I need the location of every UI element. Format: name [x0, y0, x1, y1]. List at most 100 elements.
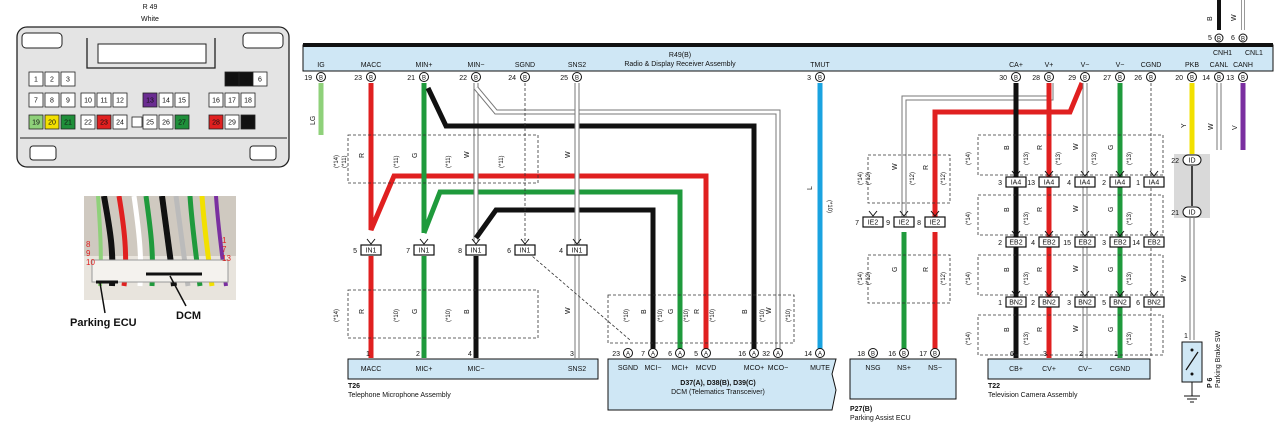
- svg-text:(*12): (*12): [941, 272, 947, 285]
- svg-text:G: G: [892, 267, 899, 272]
- connector-pin-23: [96, 114, 112, 130]
- svg-text:G: G: [668, 309, 675, 314]
- junction-IE2-pin-7-arrow: [868, 210, 878, 217]
- junction-BN2-pin-1-num: 1: [998, 300, 1002, 307]
- svg-text:(*13): (*13): [1024, 272, 1030, 285]
- svg-text:(*10): (*10): [786, 309, 792, 322]
- junction-IE2-pin-8-arrow: [930, 210, 940, 217]
- wire-color-labels: R G W W R G B W B G R B W L W R G R B R …: [359, 143, 1115, 332]
- connector-pin-3: [60, 71, 76, 87]
- dcm-pin-16-num: 16: [738, 351, 746, 358]
- junction-IN1-pin-8-id: IN1: [471, 248, 482, 255]
- junction-ID-pin-22-num: 22: [1171, 158, 1179, 165]
- junction-IE2-pin-7-num: 7: [855, 220, 859, 227]
- junction-IN1-pin-7-box: [413, 244, 435, 256]
- connector-pin-24: [112, 114, 128, 130]
- junction-IN1-pin-4-id: IN1: [572, 248, 583, 255]
- connector-pin-22: [80, 114, 96, 130]
- dcm-body: [607, 358, 837, 411]
- junction-BN2-pin-6-box: [1143, 296, 1165, 308]
- svg-text:G: G: [1108, 207, 1115, 212]
- radio-pin-19-conn: B: [319, 76, 323, 82]
- can-left-conn: B: [1217, 37, 1221, 43]
- connector-pin-15-label: 15: [178, 98, 186, 105]
- junction-EB2-pin-14-id: EB2: [1147, 240, 1160, 247]
- svg-text:(*12): (*12): [866, 272, 872, 285]
- svg-text:B: B: [1004, 327, 1011, 332]
- junction-BN2-pin-6-arrow: [1149, 290, 1159, 297]
- connector-pin-3-label: 3: [66, 77, 70, 84]
- svg-text:(*11): (*11): [394, 155, 400, 168]
- radio-pin-3-circle: [815, 72, 825, 82]
- junction-BN2-pin-2-box: [1038, 296, 1060, 308]
- t26-body: [347, 358, 599, 380]
- radio-pin-21-num: 21: [407, 75, 415, 82]
- dcm-pin-14-conn: A: [818, 352, 822, 358]
- junction-IA4-pin-4-id: IA4: [1080, 180, 1091, 187]
- photo-red-right-1: 7: [222, 245, 227, 254]
- dcm-pin-32-sig: MCO−: [768, 365, 788, 372]
- svg-text:(*14): (*14): [858, 272, 864, 285]
- junction-IA4-pin-13-arrow: [1044, 170, 1054, 177]
- radio-pin-14-num: 14: [1202, 75, 1210, 82]
- t26-pin-1-sig: MACC: [361, 366, 382, 373]
- connector-pin-11: [96, 92, 112, 108]
- connector-pin-10: [80, 92, 96, 108]
- p27-pin-18-sig: NSG: [865, 365, 880, 372]
- p27-id: P27(B): [850, 406, 872, 413]
- svg-text:G: G: [1108, 267, 1115, 272]
- junction-ID-pin-21-id: ID: [1189, 210, 1196, 217]
- junction-EB2-pin-3-num: 3: [1102, 240, 1106, 247]
- radio-pin-22-circle: [471, 72, 481, 82]
- svg-text:LG: LG: [310, 116, 317, 125]
- junction-IN1-pin-7-num: 7: [406, 248, 410, 255]
- radio-pin-26-circle: [1146, 72, 1156, 82]
- dcm-pin-7-circle: [648, 348, 658, 358]
- radio-pin-21-circle: [419, 72, 429, 82]
- svg-text:(*13): (*13): [1127, 212, 1133, 225]
- junction-IA4-pin-4-arrow: [1080, 170, 1090, 177]
- dcm-title: DCM (Telematics Transceiver): [671, 389, 765, 396]
- junction-IA4-pin-2-id: IA4: [1115, 180, 1126, 187]
- connector-pin-27: [174, 114, 190, 130]
- dcm-pin-16-sig: MCO+: [744, 365, 764, 372]
- shield-outlines: [347, 83, 1164, 358]
- junction-IA4-pin-3-box: [1005, 176, 1027, 188]
- connector-pin-17: [224, 92, 240, 108]
- junction-ID-pin-21-num: 21: [1171, 210, 1179, 217]
- junction-IA4-pin-1-num: 1: [1136, 180, 1140, 187]
- connector-pin-20: [44, 114, 60, 130]
- radio-pin-14-conn: B: [1217, 76, 1221, 82]
- t26-pin-4-num: 4: [468, 351, 472, 358]
- junction-EB2-pin-2-arrow: [1011, 230, 1021, 237]
- p6-title: Parking Brake SW: [1215, 330, 1222, 388]
- connector-pin-28: [208, 114, 224, 130]
- svg-text:W: W: [1073, 143, 1080, 150]
- dcm-pin-16-conn: A: [752, 352, 756, 358]
- radio-pin-29-conn: B: [1083, 76, 1087, 82]
- dcm-pin-32-num: 32: [762, 351, 770, 358]
- t26-pin-4-sig: MIC−: [468, 366, 485, 373]
- svg-text:(*13): (*13): [1092, 152, 1098, 165]
- dcm-pin-14-circle: [815, 348, 825, 358]
- can-right-conn: B: [1241, 37, 1245, 43]
- can-right-label: CNL1: [1245, 50, 1263, 57]
- radio-pin-24-sig: SGND: [515, 62, 535, 69]
- dcm-pin-16-circle: [749, 348, 759, 358]
- connector-pin-30: [240, 114, 256, 130]
- p27-pin-16-sig: NS+: [897, 365, 911, 372]
- dcm-pin-6-sig: MCI+: [672, 365, 689, 372]
- can-left-label: CNH1: [1213, 50, 1232, 57]
- svg-text:(*13): (*13): [1127, 272, 1133, 285]
- svg-text:(*13): (*13): [1127, 152, 1133, 165]
- svg-text:(*12): (*12): [866, 172, 872, 185]
- svg-text:(*14): (*14): [966, 272, 972, 285]
- junction-EB2-pin-4-arrow: [1044, 230, 1054, 237]
- junction-IN1-pin-6-box: [514, 244, 536, 256]
- svg-text:L: L: [807, 186, 814, 190]
- t22-pin-3-num: 3: [1043, 351, 1047, 358]
- junction-IN1-pin-5-id: IN1: [366, 248, 377, 255]
- svg-text:(*12): (*12): [910, 172, 916, 185]
